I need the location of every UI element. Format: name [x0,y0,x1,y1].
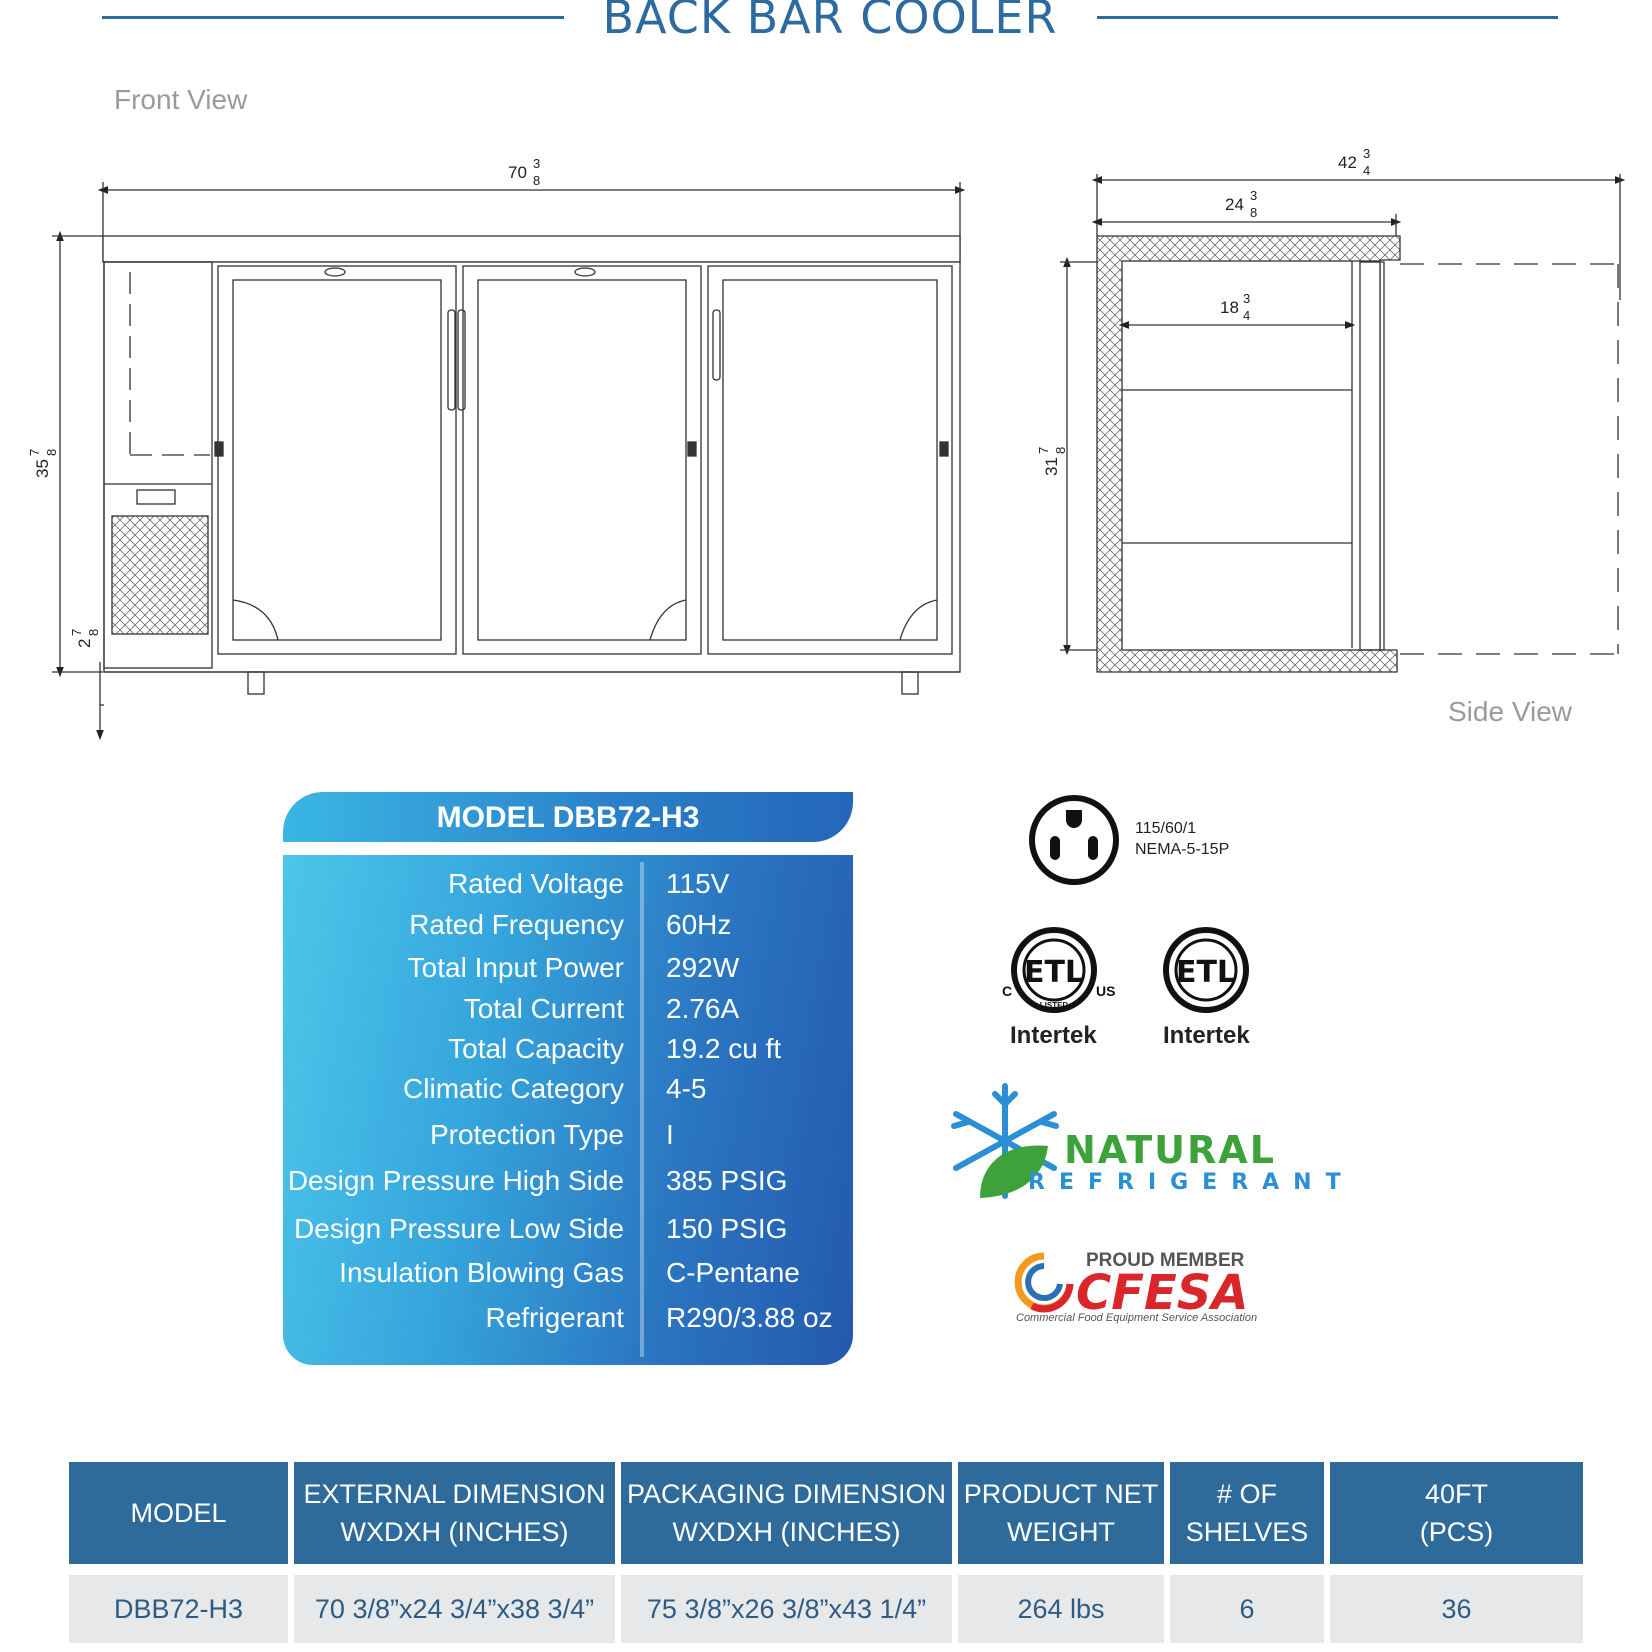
dim-side-height: 31 [1042,457,1061,476]
dim-side-total-den: 4 [1363,163,1370,178]
natural-word: NATURAL [1064,1128,1276,1172]
page-title: BACK BAR COOLER [602,0,1058,44]
table-header-40ft: 40FT (PCS) [1330,1462,1583,1564]
spec-value: 60Hz [666,909,732,940]
spec-label: Refrigerant [485,1302,624,1333]
dim-base-height-num: 7 [69,629,84,636]
technical-drawing: 70 3 8 42 3 4 24 3 8 18 3 4 35 7 8 2 7 8… [27,146,1626,740]
spec-value: R290/3.88 oz [666,1302,833,1333]
spec-value: C-Pentane [666,1257,800,1288]
dim-front-width-num: 3 [533,156,540,171]
dim-side-depth-num: 3 [1250,188,1257,203]
dim-side-total: 42 [1338,153,1357,172]
plug-type: NEMA-5-15P [1135,841,1230,858]
spec-label: Climatic Category [403,1073,624,1104]
intertek-label: Intertek [1010,1022,1097,1049]
table-cell-packaging-dimension: 75 3/8”x26 3/8”x43 1/4” [621,1575,952,1643]
table-header-model: MODEL [69,1462,288,1564]
spec-value: 150 PSIG [666,1213,788,1244]
dim-side-depth-den: 8 [1250,205,1257,220]
dim-base-height: 2 [75,639,94,648]
header-rule-left [102,16,564,19]
spec-card-header: MODEL DBB72-H3 [283,792,853,842]
spec-label: Design Pressure Low Side [294,1213,624,1244]
dim-shelf-depth-num: 3 [1243,291,1250,306]
etl-c-mark: C [1002,983,1012,999]
spec-card-body [283,855,853,1365]
intertek-label-2: Intertek [1163,1022,1250,1049]
side-view-label: Side View [1448,696,1573,727]
spec-label: Total Current [463,993,624,1024]
spec-card-divider [640,862,644,1357]
dim-side-height-den: 8 [1053,447,1068,454]
table-header-net-weight: PRODUCT NET WEIGHT [958,1462,1164,1564]
table-cell-shelves: 6 [1170,1575,1324,1643]
spec-value: 115V [666,868,730,899]
spec-label: Design Pressure High Side [287,1165,624,1196]
spec-label: Rated Voltage [448,868,624,899]
spec-value: 385 PSIG [666,1165,788,1196]
dim-side-height-num: 7 [1036,447,1051,454]
dim-side-total-num: 3 [1363,146,1370,161]
dim-front-height-num: 7 [27,449,42,456]
dim-base-height-den: 8 [86,629,101,636]
table-header-shelves: # OF SHELVES [1170,1462,1324,1564]
etl-text: ETL [1176,955,1236,990]
spec-value: 19.2 cu ft [666,1033,782,1064]
dim-front-height: 35 [33,459,52,478]
etl-listed-mark: LISTED [1040,1001,1069,1010]
spec-value: 292W [666,952,740,983]
spec-value: 4-5 [666,1073,707,1104]
dim-shelf-depth-den: 4 [1243,308,1250,323]
cfesa-tag: PROUD MEMBER [1086,1250,1245,1271]
dim-front-width: 70 [508,163,527,182]
etl-listed-logo: ETL C US LISTED [1002,927,1115,1013]
dim-front-width-den: 8 [533,173,540,188]
table-cell-40ft: 36 [1330,1575,1583,1643]
spec-label: Rated Frequency [409,909,624,940]
table-header-packaging-dimension: PACKAGING DIMENSION WXDXH (INCHES) [621,1462,952,1564]
etl-listed-text: ETL [1024,955,1084,990]
cfesa-swirl-icon [1014,1252,1074,1313]
nema-plug-icon [1029,795,1119,885]
dim-side-depth: 24 [1225,195,1244,214]
header-rule-right [1097,16,1558,19]
spec-label: Total Input Power [407,952,624,983]
dim-front-height-den: 8 [44,449,59,456]
spec-card-title: MODEL DBB72-H3 [436,801,700,834]
table-cell-net-weight: 264 lbs [958,1575,1164,1643]
front-view-label: Front View [114,84,248,115]
plug-rating: 115/60/1 [1135,820,1197,837]
etl-logo: ETL [1163,927,1249,1013]
cfesa-name: CFESA [1076,1265,1249,1321]
snowflake-leaf-icon [951,1083,1059,1199]
dim-shelf-depth: 18 [1220,298,1239,317]
table-header-external-dimension: EXTERNAL DIMENSION WXDXH (INCHES) [294,1462,615,1564]
spec-value: 2.76A [666,993,740,1024]
spec-label: Total Capacity [448,1033,624,1064]
cfesa-tagline: Commercial Food Equipment Service Associ… [1016,1312,1258,1324]
spec-label: Protection Type [429,1119,624,1150]
table-cell-model: DBB72-H3 [69,1575,288,1643]
etl-us-mark: US [1096,983,1115,999]
refrigerant-word: REFRIGERANT [1028,1170,1355,1195]
spec-value: I [666,1119,674,1150]
spec-label: Insulation Blowing Gas [339,1257,624,1288]
table-cell-external-dimension: 70 3/8”x24 3/4”x38 3/4” [294,1575,615,1643]
